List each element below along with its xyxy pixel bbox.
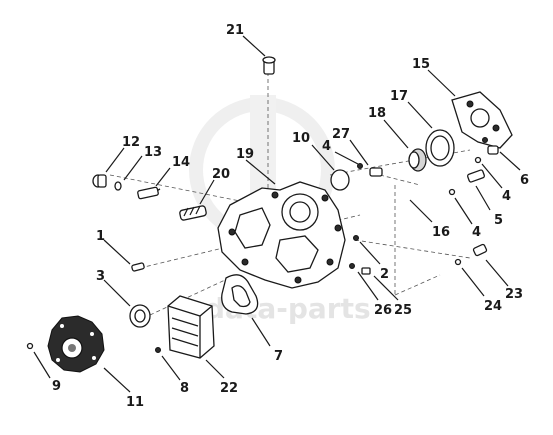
part-26-bolt — [349, 263, 371, 275]
callout-4-top: 4 — [322, 139, 331, 154]
callout-21: 21 — [226, 23, 244, 38]
part-3-seal — [129, 304, 151, 328]
part-17-gasket — [425, 129, 455, 167]
part-7-gasket — [221, 274, 259, 315]
callout-10: 10 — [292, 131, 310, 146]
callout-27: 27 — [332, 127, 350, 142]
callout-11: 11 — [126, 395, 144, 410]
callout-3: 3 — [96, 269, 105, 284]
part-20-spring — [179, 205, 207, 221]
callout-14: 14 — [172, 155, 190, 170]
part-10-oring — [330, 169, 350, 191]
part-18-ring — [408, 148, 427, 172]
callout-labels: 21 15 17 18 10 4 27 12 13 14 19 20 6 4 4… — [52, 23, 529, 410]
part-8-screw — [155, 347, 161, 353]
callout-19: 19 — [236, 147, 254, 162]
callout-4-mid: 4 — [502, 189, 511, 204]
callout-4-low: 4 — [472, 225, 481, 240]
callout-17: 17 — [390, 89, 408, 104]
callout-16: 16 — [432, 225, 450, 240]
part-23-sensor — [472, 243, 488, 257]
callout-23: 23 — [505, 287, 523, 302]
part-19-housing — [217, 181, 346, 289]
part-15-bracket — [451, 91, 513, 149]
part-21-bolt — [262, 56, 276, 75]
leader-lines — [33, 35, 521, 393]
callout-8: 8 — [180, 381, 189, 396]
part-14-spring — [137, 186, 161, 200]
part-1-bolt — [131, 262, 145, 272]
callout-9: 9 — [52, 379, 61, 394]
part-11-cover — [47, 315, 105, 373]
callout-24: 24 — [484, 299, 502, 314]
callout-15: 15 — [412, 57, 430, 72]
callout-6: 6 — [520, 173, 529, 188]
part-24-washer — [454, 258, 462, 266]
callout-20: 20 — [212, 167, 230, 182]
part-13-seal — [114, 181, 122, 191]
callout-26: 26 — [374, 303, 392, 318]
callout-18: 18 — [368, 106, 386, 121]
callout-1: 1 — [96, 229, 105, 244]
callout-2: 2 — [380, 267, 389, 282]
callout-7: 7 — [274, 349, 283, 364]
callout-13: 13 — [144, 145, 162, 160]
part-6-plug — [487, 145, 499, 155]
callout-12: 12 — [122, 135, 140, 150]
part-4-washer — [448, 156, 482, 196]
part-9-screw — [26, 342, 34, 350]
part-12-plug — [92, 174, 107, 188]
part-2-bolt — [353, 235, 359, 241]
part-22-cooler — [167, 295, 215, 359]
callout-22: 22 — [220, 381, 238, 396]
callout-5: 5 — [494, 213, 503, 228]
part-5-valve — [467, 169, 485, 183]
part-27-fitting — [357, 163, 383, 177]
callout-25: 25 — [394, 303, 412, 318]
